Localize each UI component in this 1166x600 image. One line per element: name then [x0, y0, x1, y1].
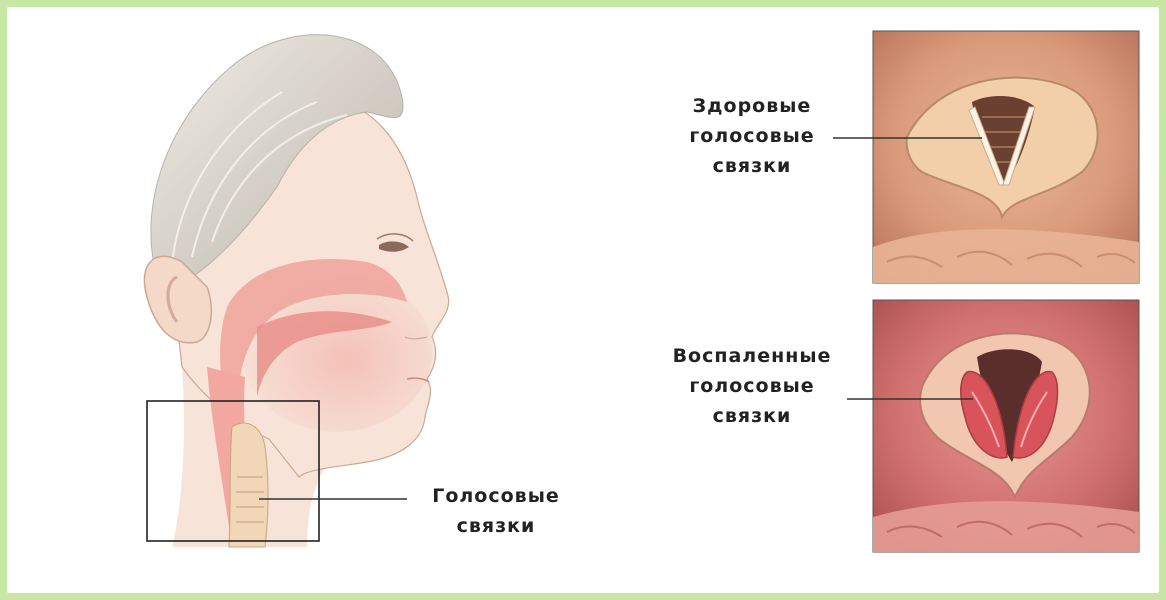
vocal-cords-label-line-1: Голосовые — [407, 481, 585, 511]
inflamed-label-line-3: связки — [643, 401, 861, 431]
illustration-canvas: Голосовые связки Здоровые голосовые связ… — [7, 7, 1159, 593]
inflamed-vocal-cords-label: Воспаленные голосовые связки — [643, 341, 861, 431]
vocal-cords-label-line-2: связки — [407, 511, 585, 541]
healthy-label-line-1: Здоровые — [667, 91, 837, 121]
healthy-label-line-2: голосовые — [667, 121, 837, 151]
healthy-label-line-3: связки — [667, 151, 837, 181]
healthy-vocal-cords-label: Здоровые голосовые связки — [667, 91, 837, 181]
inflamed-label-line-1: Воспаленные — [643, 341, 861, 371]
inflamed-label-line-2: голосовые — [643, 371, 861, 401]
healthy-vocal-cords-image — [873, 31, 1139, 283]
vocal-cords-label: Голосовые связки — [407, 481, 585, 541]
inflamed-vocal-cords-image — [873, 300, 1139, 552]
head-profile — [144, 35, 448, 547]
